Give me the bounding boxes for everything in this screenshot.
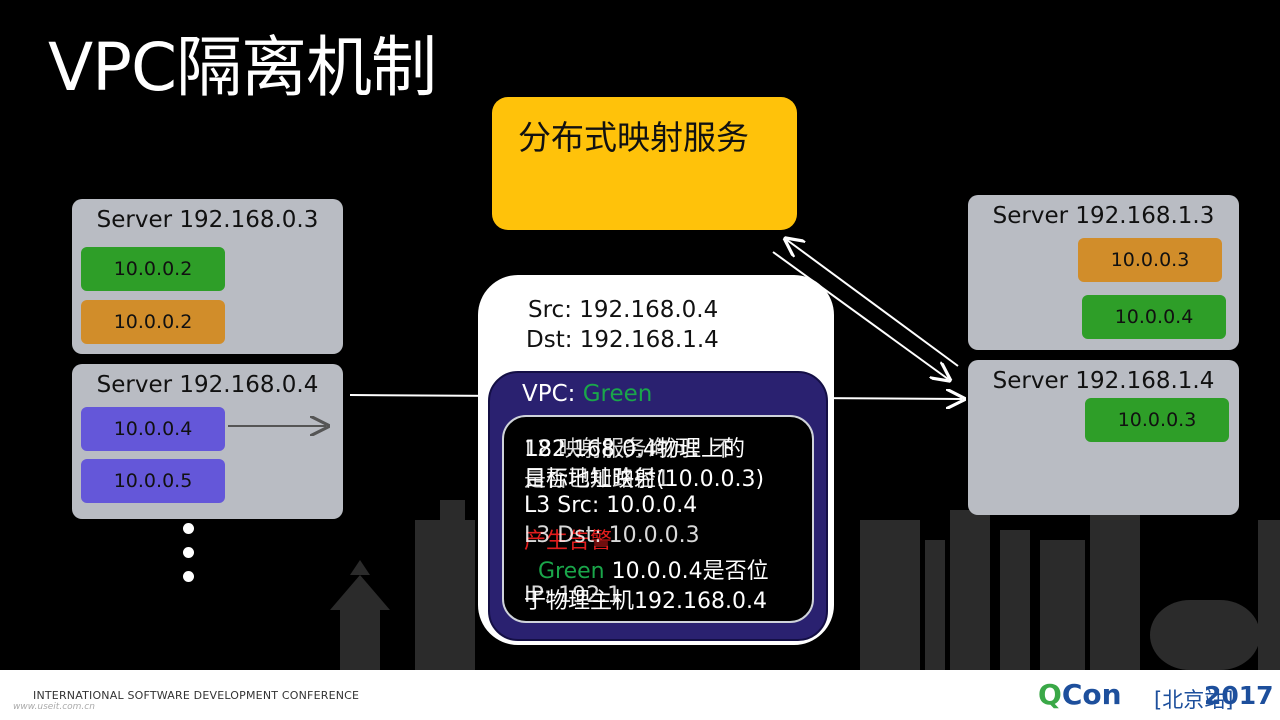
overlap-text: IP: 192.1 <box>524 583 622 608</box>
conference-name: INTERNATIONAL SOFTWARE DEVELOPMENT CONFE… <box>33 689 360 702</box>
l3-dst: L3 Dst: 10.0.0.3 <box>524 523 700 548</box>
server-label: Server 192.168.1.3 <box>992 203 1215 229</box>
vm-chip-green: 10.0.0.3 <box>1085 398 1229 442</box>
vm-chip-orange: 10.0.0.2 <box>81 300 225 344</box>
server-label: Server 192.168.0.3 <box>96 207 319 233</box>
mapping-service-label: 分布式映射服务 <box>518 118 749 157</box>
vm-chip-orange: 10.0.0.3 <box>1078 238 1222 282</box>
city-skyline-background <box>330 500 1280 670</box>
server-label: Server 192.168.0.4 <box>96 372 319 398</box>
qcon-logo: QCon <box>1038 678 1122 711</box>
overlap-text: L2 映射服务询问：不 <box>525 437 735 462</box>
watermark: www.useit.com.cn <box>13 702 95 712</box>
vpc-name: Green <box>582 381 653 407</box>
overlap-text: 于物理主机192.168.0.4 <box>524 589 767 614</box>
vm-chip-green: 10.0.0.2 <box>81 247 225 291</box>
green-check-line: Green 10.0.0.4是否位 <box>538 559 769 584</box>
year-label: 2017 <box>1204 681 1274 710</box>
encapsulated-packet: Src: 192.168.0.4 Dst: 192.168.1.4 VPC: G… <box>478 275 834 645</box>
overlap-text: 目标地址映射(10.0.0.3) <box>524 467 765 492</box>
outer-dst: Dst: 192.168.1.4 <box>526 327 719 353</box>
overlap-text: 是否已知路径1 <box>524 467 670 492</box>
slide-title: VPC隔离机制 <box>48 29 437 106</box>
server-192-168-0-4: Server 192.168.0.4 10.0.0.4 10.0.0.5 <box>72 364 343 519</box>
vm-chip-purple: 10.0.0.5 <box>81 459 225 503</box>
server-192-168-1-3: Server 192.168.1.3 10.0.0.3 10.0.0.4 <box>968 195 1239 350</box>
vpc-header: VPC: Green 182.168.0.4物理上的 L2 映射服务询问：不 目… <box>488 371 828 641</box>
outer-src: Src: 192.168.0.4 <box>528 297 719 323</box>
server-label: Server 192.168.1.4 <box>992 368 1215 394</box>
vpc-label: VPC: Green <box>522 381 653 407</box>
vm-chip-green: 10.0.0.4 <box>1082 295 1226 339</box>
alert-text: 产生告警 <box>524 529 613 554</box>
server-192-168-0-3: Server 192.168.0.3 10.0.0.2 10.0.0.2 <box>72 199 343 354</box>
mapping-service-box: 分布式映射服务 <box>492 97 797 230</box>
vm-chip-purple: 10.0.0.4 <box>81 407 225 451</box>
server-192-168-1-4: Server 192.168.1.4 10.0.0.3 <box>968 360 1239 515</box>
l3-src: L3 Src: 10.0.0.4 <box>524 493 698 518</box>
site-label: [北京站] <box>1154 688 1234 712</box>
overlap-text: 182.168.0.4物理上的 <box>524 437 745 462</box>
inner-packet: 182.168.0.4物理上的 L2 映射服务询问：不 目标地址映射(10.0.… <box>502 415 814 623</box>
footer-bar: INTERNATIONAL SOFTWARE DEVELOPMENT CONFE… <box>0 670 1280 720</box>
